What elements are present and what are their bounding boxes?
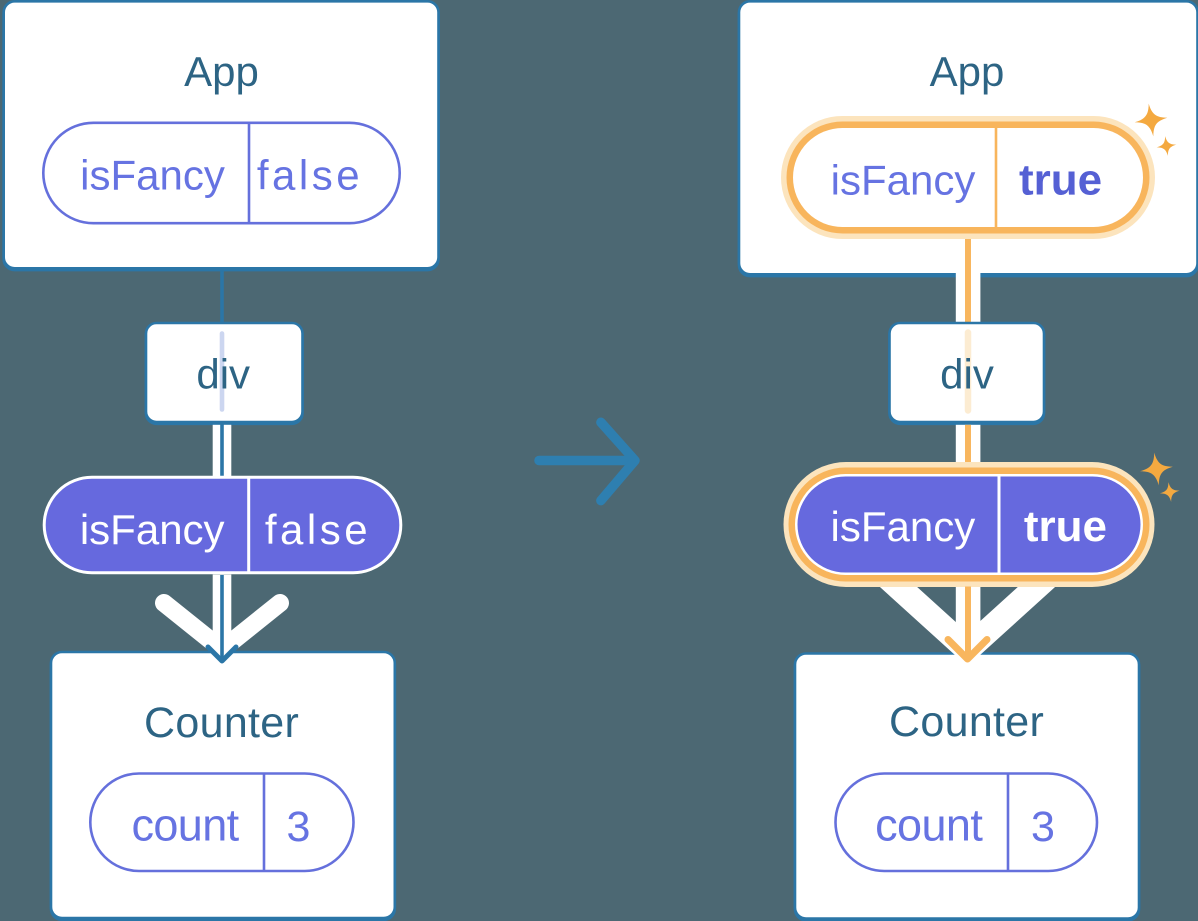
svg-text:div: div: [196, 351, 250, 398]
svg-text:App: App: [184, 48, 259, 95]
svg-text:false: false: [257, 152, 363, 199]
svg-text:3: 3: [1031, 803, 1055, 851]
svg-text:isFancy: isFancy: [831, 503, 976, 550]
svg-text:Counter: Counter: [889, 698, 1044, 746]
svg-text:false: false: [265, 506, 371, 553]
svg-text:div: div: [940, 351, 994, 398]
svg-text:Counter: Counter: [144, 699, 299, 747]
svg-text:true: true: [1019, 156, 1102, 205]
svg-text:App: App: [930, 48, 1005, 95]
svg-text:true: true: [1024, 502, 1107, 551]
svg-text:isFancy: isFancy: [80, 506, 225, 553]
svg-text:3: 3: [287, 803, 311, 851]
svg-text:isFancy: isFancy: [80, 152, 225, 199]
svg-text:isFancy: isFancy: [831, 157, 976, 204]
svg-text:count: count: [131, 800, 239, 851]
svg-text:count: count: [875, 800, 983, 851]
